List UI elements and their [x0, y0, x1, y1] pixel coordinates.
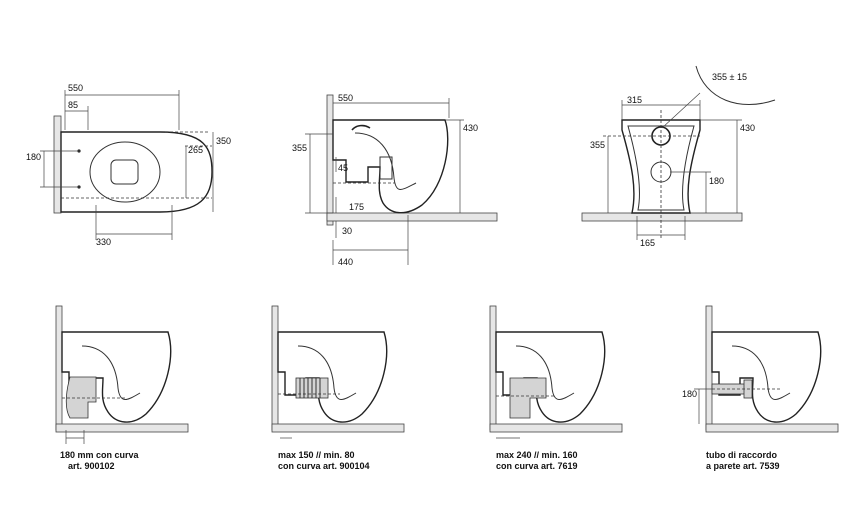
install-1-floor — [55, 423, 189, 433]
install-view-3: max 240 // min. 160 con curva art. 7619 — [489, 305, 623, 471]
side-floor — [326, 212, 498, 222]
plan-dim-265: 265 — [188, 145, 203, 155]
install-1-caption-line-2: art. 900102 — [68, 461, 115, 471]
side-dim-45: 45 — [338, 163, 348, 173]
plan-dim-550: 550 — [68, 83, 83, 93]
front-dim-430: 430 — [740, 123, 755, 133]
front-dim-165: 165 — [640, 238, 655, 248]
side-dim-30: 30 — [342, 226, 352, 236]
install-3-bend — [509, 377, 547, 419]
front-dim-315: 315 — [627, 95, 642, 105]
install-4-caption-line-1: tubo di raccordo — [706, 450, 778, 460]
install-1-bend — [65, 376, 97, 419]
plan-dim-85: 85 — [68, 100, 78, 110]
side-dim-430: 430 — [463, 123, 478, 133]
install-4-caption-line-2: a parete art. 7539 — [706, 461, 780, 471]
side-wall — [326, 94, 334, 226]
side-dim-175: 175 — [349, 202, 364, 212]
install-view-2: max 150 // min. 80 con curva art. 900104 — [271, 305, 405, 471]
plan-dim-330: 330 — [96, 237, 111, 247]
plan-wall — [53, 115, 62, 214]
plan-bowl-inner — [89, 141, 161, 203]
plan-dim-350: 350 — [216, 136, 231, 146]
front-dim-180: 180 — [709, 176, 724, 186]
install-4-dim-180: 180 — [682, 389, 697, 399]
side-view: 550 430 355 45 175 30 440 — [292, 93, 498, 267]
plan-view: 550 85 350 265 180 330 — [26, 83, 231, 247]
install-view-1: 180 mm con curva art. 900102 — [55, 305, 189, 471]
install-3-caption-line-2: con curva art. 7619 — [496, 461, 578, 471]
install-view-4: 180 tubo di raccordo a parete art. 7539 — [682, 305, 839, 471]
install-1-wall — [55, 305, 63, 431]
front-dim-355-15: 355 ± 15 — [712, 72, 747, 82]
side-dim-440: 440 — [338, 257, 353, 267]
side-dim-355: 355 — [292, 143, 307, 153]
plan-outlet — [110, 159, 139, 185]
install-2-caption-line-1: max 150 // min. 80 — [278, 450, 355, 460]
front-floor — [581, 212, 743, 222]
side-dim-550: 550 — [338, 93, 353, 103]
front-detail-circle — [695, 65, 776, 106]
front-view: 355 ± 15 315 430 355 180 165 — [581, 65, 776, 248]
side-bowl-outline — [332, 119, 449, 214]
plan-dim-180: 180 — [26, 152, 41, 162]
front-dim-355: 355 — [590, 140, 605, 150]
install-3-caption-line-1: max 240 // min. 160 — [496, 450, 578, 460]
install-2-caption-line-2: con curva art. 900104 — [278, 461, 370, 471]
install-1-caption-line-1: 180 mm con curva — [60, 450, 140, 460]
